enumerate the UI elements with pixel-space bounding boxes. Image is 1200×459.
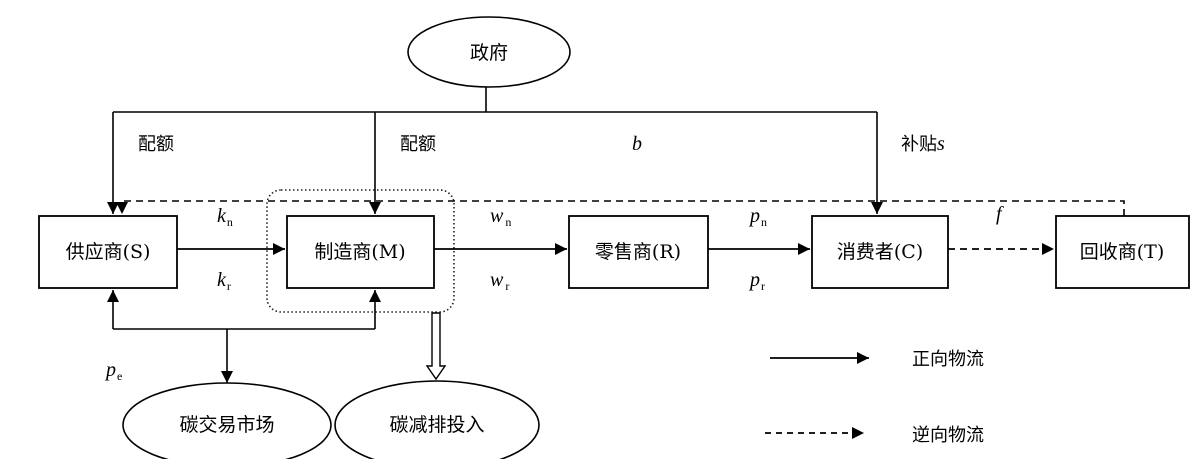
manufacturer-boundary (266, 189, 455, 313)
quota-label-supplier: 配额 (138, 134, 174, 155)
p-n-label: pn (748, 205, 767, 229)
subsidy-label: 补贴s (901, 133, 945, 155)
consumer-label: 消费者(C) (837, 241, 923, 263)
consumer-node: 消费者(C) (811, 215, 949, 289)
p-e-label: pe (104, 359, 122, 383)
reverse-flow-recycler-to-supplier (116, 200, 1125, 216)
recycler-label: 回收商(T) (1080, 241, 1165, 263)
p-r-label: pr (748, 269, 765, 293)
manufacturer-label: 制造商(M) (314, 241, 405, 263)
carbon-market-label: 碳交易市场 (179, 414, 274, 436)
government-label: 政府 (470, 42, 508, 64)
carbon-market-node: 碳交易市场 (122, 382, 332, 459)
government-node: 政府 (407, 16, 571, 88)
f-label: f (996, 203, 1004, 225)
supplier-node: 供应商(S) (38, 215, 178, 289)
supplier-label: 供应商(S) (66, 241, 151, 263)
carbon-trade-links (107, 290, 381, 383)
retailer-node: 零售商(R) (568, 215, 709, 289)
quota-label-manufacturer: 配额 (400, 134, 436, 155)
hollow-arrow-icon (425, 312, 447, 381)
legend: 正向物流 逆向物流 (765, 349, 984, 446)
government-links (107, 87, 883, 214)
b-label: b (632, 133, 642, 155)
carbon-reduction-label: 碳减排投入 (389, 414, 484, 436)
k-r-label: kr (217, 269, 231, 293)
k-n-label: kn (217, 205, 233, 229)
recycler-node: 回收商(T) (1055, 215, 1190, 289)
carbon-reduction-node: 碳减排投入 (334, 380, 540, 459)
legend-forward-label: 正向物流 (912, 349, 984, 370)
legend-reverse-label: 逆向物流 (912, 425, 984, 446)
manufacturer-node: 制造商(M) (286, 215, 435, 289)
retailer-label: 零售商(R) (595, 241, 681, 263)
